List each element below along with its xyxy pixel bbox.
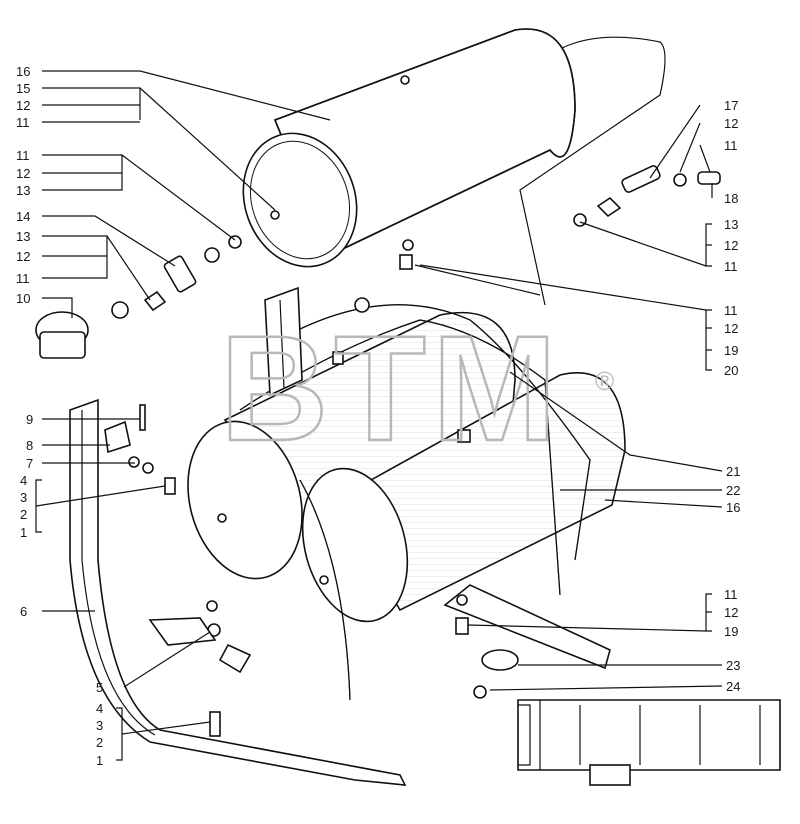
- callout-3-left: 3: [20, 490, 27, 505]
- callout-16-right: 16: [726, 500, 740, 515]
- callout-10: 10: [16, 291, 30, 306]
- callout-18: 18: [724, 191, 738, 206]
- watermark-registered-mark: ®: [595, 366, 614, 396]
- leader-lines: [35, 70, 723, 761]
- callout-12-second: 12: [16, 166, 30, 181]
- hardware-parts: [35, 165, 721, 737]
- callout-2-bottom: 2: [96, 735, 103, 750]
- callout-12-third: 12: [16, 249, 30, 264]
- callout-11-right-bottom: 11: [724, 587, 738, 602]
- callout-13-second: 13: [16, 229, 30, 244]
- callout-11-right-third: 11: [724, 303, 738, 318]
- callout-5: 5: [96, 680, 103, 695]
- callout-11-right-second: 11: [724, 259, 738, 274]
- callout-20: 20: [724, 363, 738, 378]
- rear-tank-end-cap: [187, 420, 303, 580]
- front-tank-end-cap: [301, 467, 409, 623]
- callout-9: 9: [26, 412, 33, 427]
- callout-6: 6: [20, 604, 27, 619]
- callout-14: 14: [16, 209, 30, 224]
- upright-bracket: [264, 286, 303, 397]
- callout-12-right-third: 12: [724, 321, 738, 336]
- callout-21: 21: [726, 464, 740, 479]
- callout-13-right: 13: [724, 217, 738, 232]
- callout-12-right-bottom: 12: [724, 605, 738, 620]
- callout-12-right-top: 12: [724, 116, 738, 131]
- callout-12-top: 12: [16, 98, 30, 113]
- callout-3-bottom: 3: [96, 718, 103, 733]
- upper-air-tank: [242, 28, 666, 306]
- callout-11-right-top: 11: [724, 138, 738, 153]
- callout-11-top: 11: [16, 115, 30, 130]
- callout-labels: 16 15 12 11 11 12 13 14 13 12 11 10 9 8 …: [16, 64, 740, 768]
- callout-4-bottom: 4: [96, 701, 103, 716]
- callout-23: 23: [726, 658, 740, 673]
- callout-16-top: 16: [16, 64, 30, 79]
- callout-19-lower: 19: [724, 624, 738, 639]
- callout-2-left: 2: [20, 507, 27, 522]
- callout-13-first: 13: [16, 183, 30, 198]
- callout-1-bottom: 1: [96, 753, 103, 768]
- callout-4-left: 4: [20, 473, 27, 488]
- callout-11-third: 11: [16, 271, 30, 286]
- callout-24: 24: [726, 679, 740, 694]
- callout-19-upper: 19: [724, 343, 738, 358]
- callout-1-left: 1: [20, 525, 27, 540]
- callout-22: 22: [726, 483, 740, 498]
- callout-17: 17: [724, 98, 738, 113]
- mounting-bracket: [69, 398, 407, 786]
- callout-8: 8: [26, 438, 33, 453]
- callout-12-right-second: 12: [724, 238, 738, 253]
- callout-11-second: 11: [16, 148, 30, 163]
- callout-15: 15: [16, 81, 30, 96]
- watermark-text: BTM: [220, 304, 563, 472]
- callout-7: 7: [26, 456, 33, 471]
- watermark: BTM ®: [219, 303, 614, 474]
